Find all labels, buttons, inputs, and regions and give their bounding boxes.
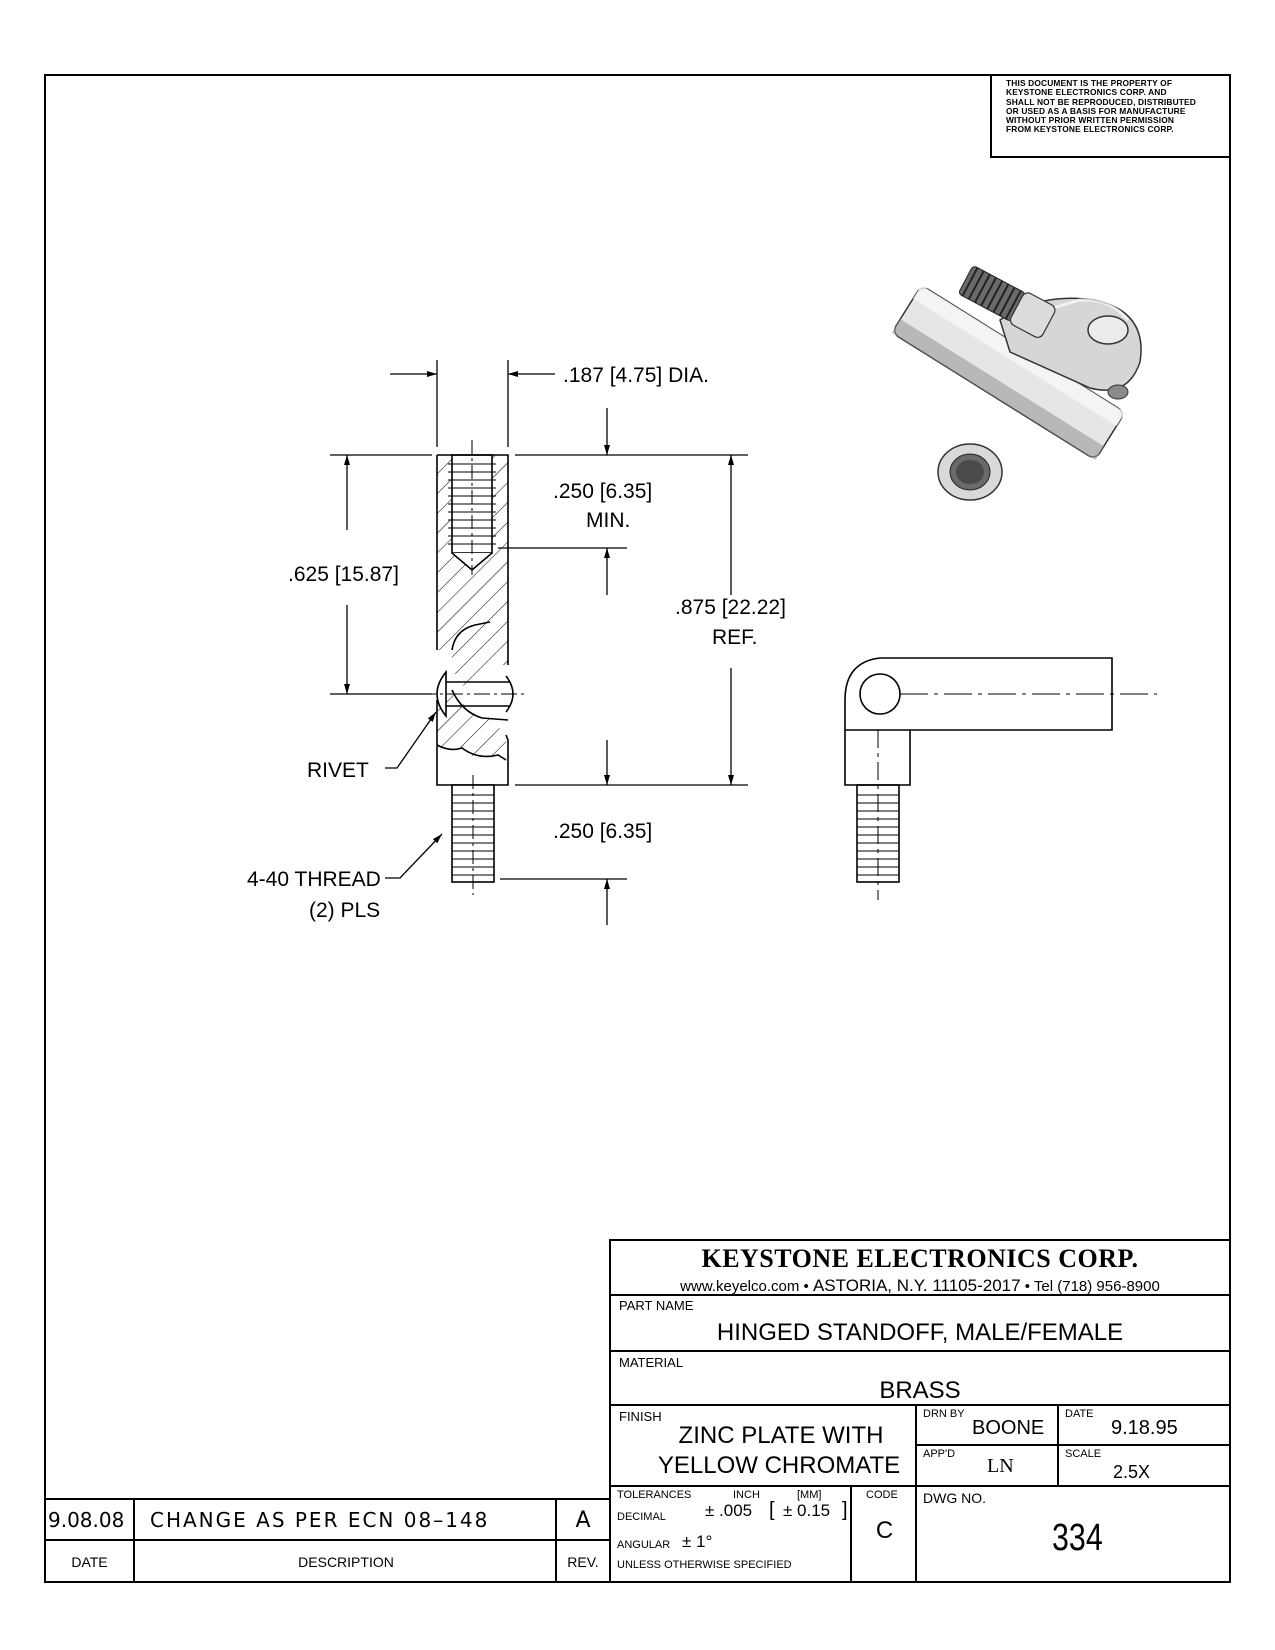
- appd-label: APP'D: [923, 1448, 956, 1460]
- scale-label: SCALE: [1065, 1448, 1102, 1460]
- drn-by-label: DRN BY: [923, 1408, 965, 1420]
- dwg-no-cell: DWG NO. 334: [917, 1487, 1229, 1581]
- revision-divider-1: [133, 1498, 135, 1583]
- revision-date: 9.08.08: [48, 1508, 125, 1532]
- body-outline: [436, 454, 509, 786]
- date: 9.18.95: [1111, 1417, 1178, 1439]
- mm-label: [MM]: [797, 1489, 822, 1501]
- code-label: CODE: [866, 1489, 898, 1501]
- part-name: HINGED STANDOFF, MALE/FEMALE: [716, 1319, 1124, 1346]
- notice-line: THIS DOCUMENT IS THE PROPERTY OF: [1006, 78, 1173, 88]
- revision-letter: A: [575, 1508, 591, 1533]
- date-label: DATE: [1065, 1408, 1094, 1420]
- decimal-mm-tolerance: ± 0.15: [783, 1501, 831, 1520]
- date-header: DATE: [71, 1554, 108, 1570]
- company-name: KEYSTONE ELECTRONICS CORP.: [701, 1244, 1139, 1273]
- notice-line: OR USED AS A BASIS FOR MANUFACTURE: [1006, 105, 1186, 116]
- revision-description: CHANGE AS PER ECN 08–148: [150, 1508, 490, 1532]
- website: www.keyelco.com: [680, 1278, 800, 1295]
- company-row: KEYSTONE ELECTRONICS CORP. www.keyelco.c…: [611, 1241, 1229, 1296]
- material-row: MATERIAL BRASS: [611, 1352, 1229, 1406]
- dwg-no-label: DWG NO.: [923, 1490, 986, 1506]
- code-cell: CODE C: [852, 1487, 917, 1581]
- revision-divider-2: [555, 1498, 557, 1583]
- drn-by-cell: DRN BY BOONE: [917, 1406, 1059, 1446]
- material: BRASS: [879, 1377, 961, 1404]
- appd-cell: APP'D LN: [917, 1446, 1059, 1487]
- revision-header-row: DATE DESCRIPTION REV.: [44, 1541, 609, 1583]
- material-label: MATERIAL: [619, 1355, 684, 1370]
- break-line: [436, 744, 507, 761]
- tolerances-cell: TOLERANCES INCH [MM] DECIMAL ± .005 [ ± …: [611, 1487, 852, 1581]
- part-name-row: PART NAME HINGED STANDOFF, MALE/FEMALE: [611, 1296, 1229, 1352]
- min-depth-note: MIN.: [586, 509, 630, 532]
- notice-line: KEYSTONE ELECTRONICS CORP. AND: [1006, 87, 1167, 98]
- tolerances-label: TOLERANCES: [617, 1489, 692, 1501]
- finish-line1: ZINC PLATE WITH: [678, 1422, 884, 1449]
- inch-label: INCH: [733, 1489, 760, 1501]
- hinge-pin-circle: [859, 673, 901, 715]
- revision-row: 9.08.08 CHANGE AS PER ECN 08–148 A: [44, 1500, 609, 1541]
- part-name-label: PART NAME: [619, 1298, 694, 1313]
- dimensions: [330, 360, 748, 925]
- angular-tolerance: ± 1°: [682, 1532, 713, 1551]
- bracket-open: [: [769, 1499, 775, 1521]
- bracket-close: ]: [842, 1499, 848, 1521]
- rivet-shank: [440, 681, 510, 707]
- notice-line: FROM KEYSTONE ELECTRONICS CORP.: [1006, 124, 1174, 135]
- side-view: [844, 657, 1157, 900]
- section-view: [420, 440, 526, 895]
- angular-label: ANGULAR: [617, 1539, 671, 1551]
- rivet-callout: RIVET: [307, 759, 369, 782]
- body-length-label: .625 [15.87]: [288, 563, 399, 586]
- thread-length-label: .250 [6.35]: [553, 820, 652, 843]
- min-depth-value: .250 [6.35]: [553, 480, 652, 503]
- phone: Tel (718) 956-8900: [1033, 1278, 1160, 1295]
- code: C: [875, 1517, 894, 1544]
- dwg-no: 334: [1052, 1517, 1103, 1559]
- thread-callout-line1: 4-40 THREAD: [247, 868, 381, 891]
- rev-header: REV.: [567, 1554, 599, 1570]
- scale-cell: SCALE 2.5X: [1059, 1446, 1229, 1487]
- title-block: [609, 1239, 1231, 1583]
- scale: 2.5X: [1113, 1462, 1151, 1482]
- notice-line: SHALL NOT BE REPRODUCED, DISTRIBUTED: [1006, 96, 1196, 107]
- decimal-label: DECIMAL: [617, 1511, 666, 1523]
- contact-line: www.keyelco.com • ASTORIA, N.Y. 11105-20…: [611, 1276, 1229, 1296]
- decimal-inch-tolerance: ± .005: [705, 1501, 753, 1520]
- description-header: DESCRIPTION: [298, 1554, 394, 1570]
- finish-label: FINISH: [619, 1409, 662, 1424]
- overall-length-value: .875 [22.22]: [675, 596, 786, 619]
- revision-block: [44, 1498, 609, 1583]
- notice-line: WITHOUT PRIOR WRITTEN PERMISSION: [1006, 115, 1175, 126]
- address: ASTORIA, N.Y. 11105-2017: [812, 1276, 1021, 1295]
- finish-line2: YELLOW CHROMATE: [657, 1452, 901, 1479]
- drn-by: BOONE: [972, 1417, 1045, 1439]
- appd: LN: [987, 1455, 1014, 1477]
- finish-cell: FINISH ZINC PLATE WITH YELLOW CHROMATE: [611, 1406, 917, 1487]
- unless-note: UNLESS OTHERWISE SPECIFIED: [617, 1559, 792, 1571]
- date-cell: DATE 9.18.95: [1059, 1406, 1229, 1446]
- isometric-render: [891, 266, 1142, 501]
- lower-body-hatch: [437, 690, 506, 760]
- bullet: •: [803, 1278, 809, 1295]
- proprietary-notice: THIS DOCUMENT IS THE PROPERTY OF KEYSTON…: [990, 74, 1231, 158]
- knuckle-outline: [844, 657, 1113, 786]
- dia-dimension-label: .187 [4.75] DIA.: [563, 364, 709, 387]
- overall-length-note: REF.: [712, 626, 758, 649]
- side-male-thread: [856, 784, 900, 883]
- thread-callout-line2: (2) PLS: [309, 899, 380, 922]
- bullet: •: [1024, 1278, 1030, 1295]
